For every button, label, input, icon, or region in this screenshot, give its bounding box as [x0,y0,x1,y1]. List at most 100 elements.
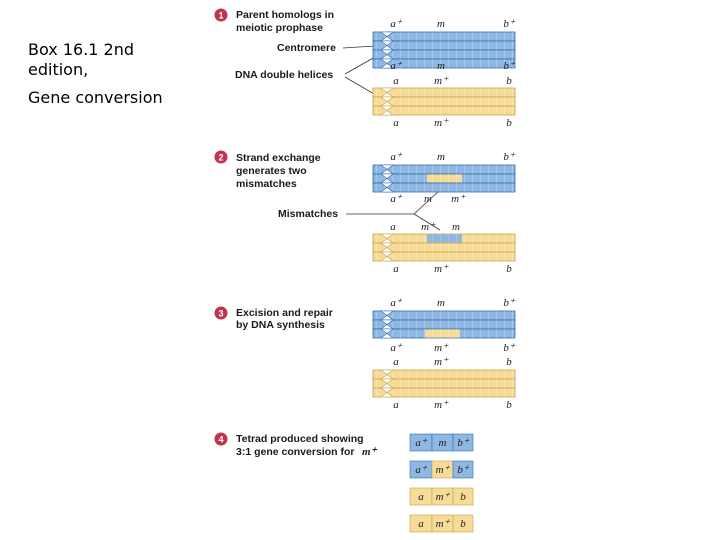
step1-blue-strand-1-rungs [373,32,515,41]
step2-mid-alleles-1-2: m⁺ [451,193,466,205]
step-3: 3 Excision and repair by DNA synthesis [214,306,333,331]
step2-mid-alleles-2-1: m⁺ [421,221,436,233]
step2-blue-strand-3-centromere [380,182,394,193]
step1-blue-strand-4-centromere [380,58,394,69]
callout-mismatches-leader-c [413,213,441,231]
step-2: 2 Strand exchange generates two mismatch… [214,150,321,190]
tetrad-row-3-label-3: b [460,491,466,503]
step-4: 4 Tetrad produced showing 3:1 gene conve… [214,432,378,458]
step3-yellow-strand-1 [372,369,516,380]
step3-blue-strand-3-centromere [380,328,394,339]
callout-mismatches-leader-b [413,189,441,215]
step2-yellow-strand-1-centromere [380,233,394,244]
step2-mid-alleles-1-1: m [424,193,432,205]
step2-blue-strand-2 [372,173,516,184]
step3-blue-strand-3-rungs [373,329,515,338]
step-4-label-line-2: 3:1 gene conversion for [236,446,354,458]
step1-yellow-strand-2-rungs [373,97,515,106]
step1-blue-strand-3-rungs [373,50,515,59]
tetrad-row-1-label-3: b⁺ [457,437,470,449]
step2-yellow-strand-2-rungs [373,243,515,252]
step3-blue-strand-2 [372,319,516,330]
step2-blue-strand-2-rungs [373,174,515,183]
step1-blue-strand-2-rungs [373,41,515,50]
step3-mid-alleles-2-2: b [506,356,512,368]
step-2-label-line-3: mismatches [236,178,297,190]
step1-yellow-strand-1-rungs [373,88,515,97]
step1-bottom-alleles-0: a [393,117,399,129]
step1-blue-strand-4 [372,58,516,69]
step3-yellow-strand-2 [372,378,516,389]
step1-bottom-alleles-2: b [506,117,512,129]
step-2-number: 2 [218,153,223,163]
step1-mid-alleles-2-1: m⁺ [434,75,449,87]
step1-top-alleles-0: a⁺ [390,18,403,30]
step1-yellow-strand-1 [372,87,516,98]
step1-blue-strand-2 [372,40,516,51]
step1-top-alleles-1: m [437,18,445,30]
step2-yellow-strand-3-centromere [380,251,394,262]
step-1-label-line-1: Parent homologs in [236,9,334,21]
step2-blue-strand-3 [372,182,516,193]
step1-blue-strand-4-rungs [373,59,515,68]
step-4-number: 4 [218,435,223,445]
step-2-badge [214,150,228,164]
step2-bottom-alleles-1: m⁺ [434,263,449,275]
step2-yellow-strand-1 [372,233,516,244]
tetrad-row-4-label-1: a [418,518,424,530]
tetrad-row-4-label-2: m⁺ [436,518,451,530]
step3-mid-alleles-2-1: m⁺ [434,356,449,368]
step1-mid-alleles-2-0: a [393,75,399,87]
tetrad-row-3-label-2: m⁺ [436,491,451,503]
step1-mid-alleles-2-2: b [506,75,512,87]
step3-mid-alleles-1-0: a⁺ [390,342,403,354]
tetrad-row-3-cell-3 [452,487,474,506]
step-3-number: 3 [218,309,223,319]
step3-top-alleles-0: a⁺ [390,297,403,309]
step3-bottom-alleles-2: b [506,399,512,411]
step1-mid-alleles-1-2: b⁺ [503,60,516,72]
step3-blue-strand-2-rungs [373,320,515,329]
callout-dna-leader-upper [344,56,376,75]
step-1-badge [214,8,228,22]
tetrad-row-2-label-3: b⁺ [457,464,470,476]
step-1-number: 1 [218,11,223,21]
step2-bottom-alleles-2: b [506,263,512,275]
step1-blue-strand-3 [372,49,516,60]
slide-subtitle: Gene conversion [28,88,163,107]
callout-centromere: Centromere [277,42,336,54]
step2-blue-strand-1-centromere [380,164,394,175]
step-3-badge [214,306,228,320]
step3-blue-strand-1-rungs [373,311,515,320]
step2-top-alleles-0: a⁺ [390,151,403,163]
step3-bottom-alleles-1: m⁺ [434,399,449,411]
step2-yellow-strand-2 [372,242,516,253]
tetrad-row-3-label-1: a [418,491,424,503]
step1-top-alleles-2: b⁺ [503,18,516,30]
step1-yellow-strand-3-centromere [380,105,394,116]
slide-title-line-1: Box 16.1 2nd [28,40,135,59]
step1-yellow-strand-2 [372,96,516,107]
step1-mid-alleles-1-0: a⁺ [390,60,403,72]
step3-yellow-strand-3-centromere [380,387,394,398]
step1-blue-strand-1 [372,31,516,42]
slide-title: Box 16.1 2nd edition, [28,40,134,80]
step1-yellow-strand-1-centromere [380,87,394,98]
step2-mid-alleles-1-0: a⁺ [390,193,403,205]
step2-blue-strand-1-rungs [373,165,515,174]
step1-bottom-alleles-1: m⁺ [434,117,449,129]
step1-yellow-strand-3 [372,105,516,116]
step-3-label-line-2: by DNA synthesis [236,319,325,331]
step2-top-alleles-2: b⁺ [503,151,516,163]
step3-top-alleles-2: b⁺ [503,297,516,309]
tetrad-row-1-label-2: m [439,437,447,449]
step2-blue-strand-3-rungs [373,183,515,192]
step3-blue-strand-1 [372,310,516,321]
step-1: 1 Parent homologs in meiotic prophase [214,8,334,34]
step3-top-alleles-1: m [437,297,445,309]
step2-yellow-strand-1-rungs [373,234,515,243]
step-2-label-line-2: generates two [236,165,307,177]
tetrad-row-2-label-2: m⁺ [436,464,451,476]
